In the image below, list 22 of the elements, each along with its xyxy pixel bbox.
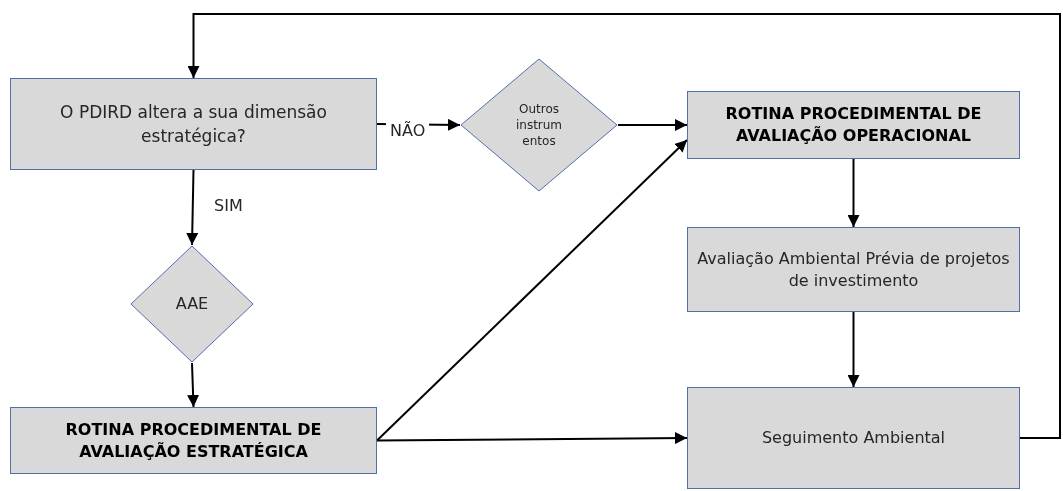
arrow [376, 432, 688, 445]
arrow [847, 311, 860, 388]
process-box [10, 78, 377, 170]
node-text: Seguimento Ambiental [760, 427, 947, 449]
node-text: ROTINA PROCEDIMENTAL DE AVALIAÇÃO ESTRATÉGICA [64, 418, 323, 463]
process-box [687, 91, 1020, 159]
node-text: AAE [174, 294, 210, 314]
node-text: O PDIRD altera a sua dimensão estratégica? [59, 101, 328, 148]
arrow [187, 362, 200, 408]
arrow [187, 13, 1061, 439]
node-text: Outros instrum entos [514, 101, 564, 149]
arrow [617, 119, 688, 131]
node-text: ROTINA PROCEDIMENTAL DE AVALIAÇÃO OPERACIONAL [724, 103, 983, 147]
node-text: Avaliação Ambiental Prévia de projetos de investimento [696, 247, 1011, 292]
process-box [687, 227, 1020, 312]
process-box [10, 407, 377, 474]
decision-diamond [460, 58, 618, 192]
arrow [186, 169, 199, 246]
arrow [847, 158, 860, 228]
process-box [687, 387, 1020, 489]
decision-diamond [130, 245, 254, 363]
arrow [376, 138, 688, 442]
